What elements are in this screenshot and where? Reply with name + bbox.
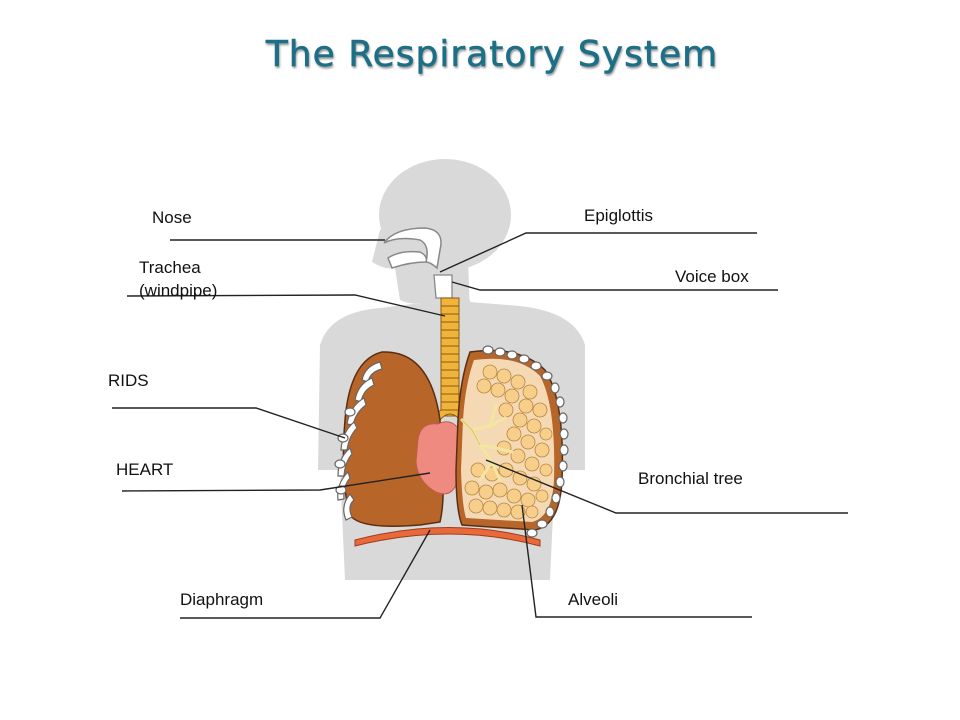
bronchial-tree-pointer (485, 459, 848, 514)
label-heart: HEART (116, 460, 174, 479)
ribs-pointer (112, 407, 346, 439)
label-trachea-windpipe: (windpipe) (139, 281, 218, 300)
ribs (334, 361, 383, 521)
diaphragm (354, 527, 541, 547)
right-ribs (482, 345, 569, 538)
alveoli-pointer (521, 504, 752, 618)
label-bronchial-tree: Bronchial tree (638, 469, 743, 488)
nasal-cavity (383, 227, 442, 270)
label-diaphragm: Diaphragm (180, 590, 264, 609)
trachea-pointer (126, 294, 446, 317)
pointer-lines (112, 232, 848, 619)
trachea (431, 297, 469, 421)
larynx (433, 274, 453, 299)
label-ribs: RIDS (108, 371, 149, 390)
voice-box-pointer (451, 281, 778, 291)
page-title: The Respiratory System (265, 34, 719, 76)
label-epiglottis: Epiglottis (584, 206, 653, 225)
label-nose: Nose (152, 208, 192, 227)
label-voice-box: Voice box (675, 267, 749, 286)
epiglottis-pointer (439, 232, 757, 273)
diaphragm-pointer (180, 529, 431, 619)
heart-pointer (121, 472, 431, 492)
label-trachea: Trachea (139, 258, 201, 277)
label-alveoli: Alveoli (568, 590, 619, 609)
